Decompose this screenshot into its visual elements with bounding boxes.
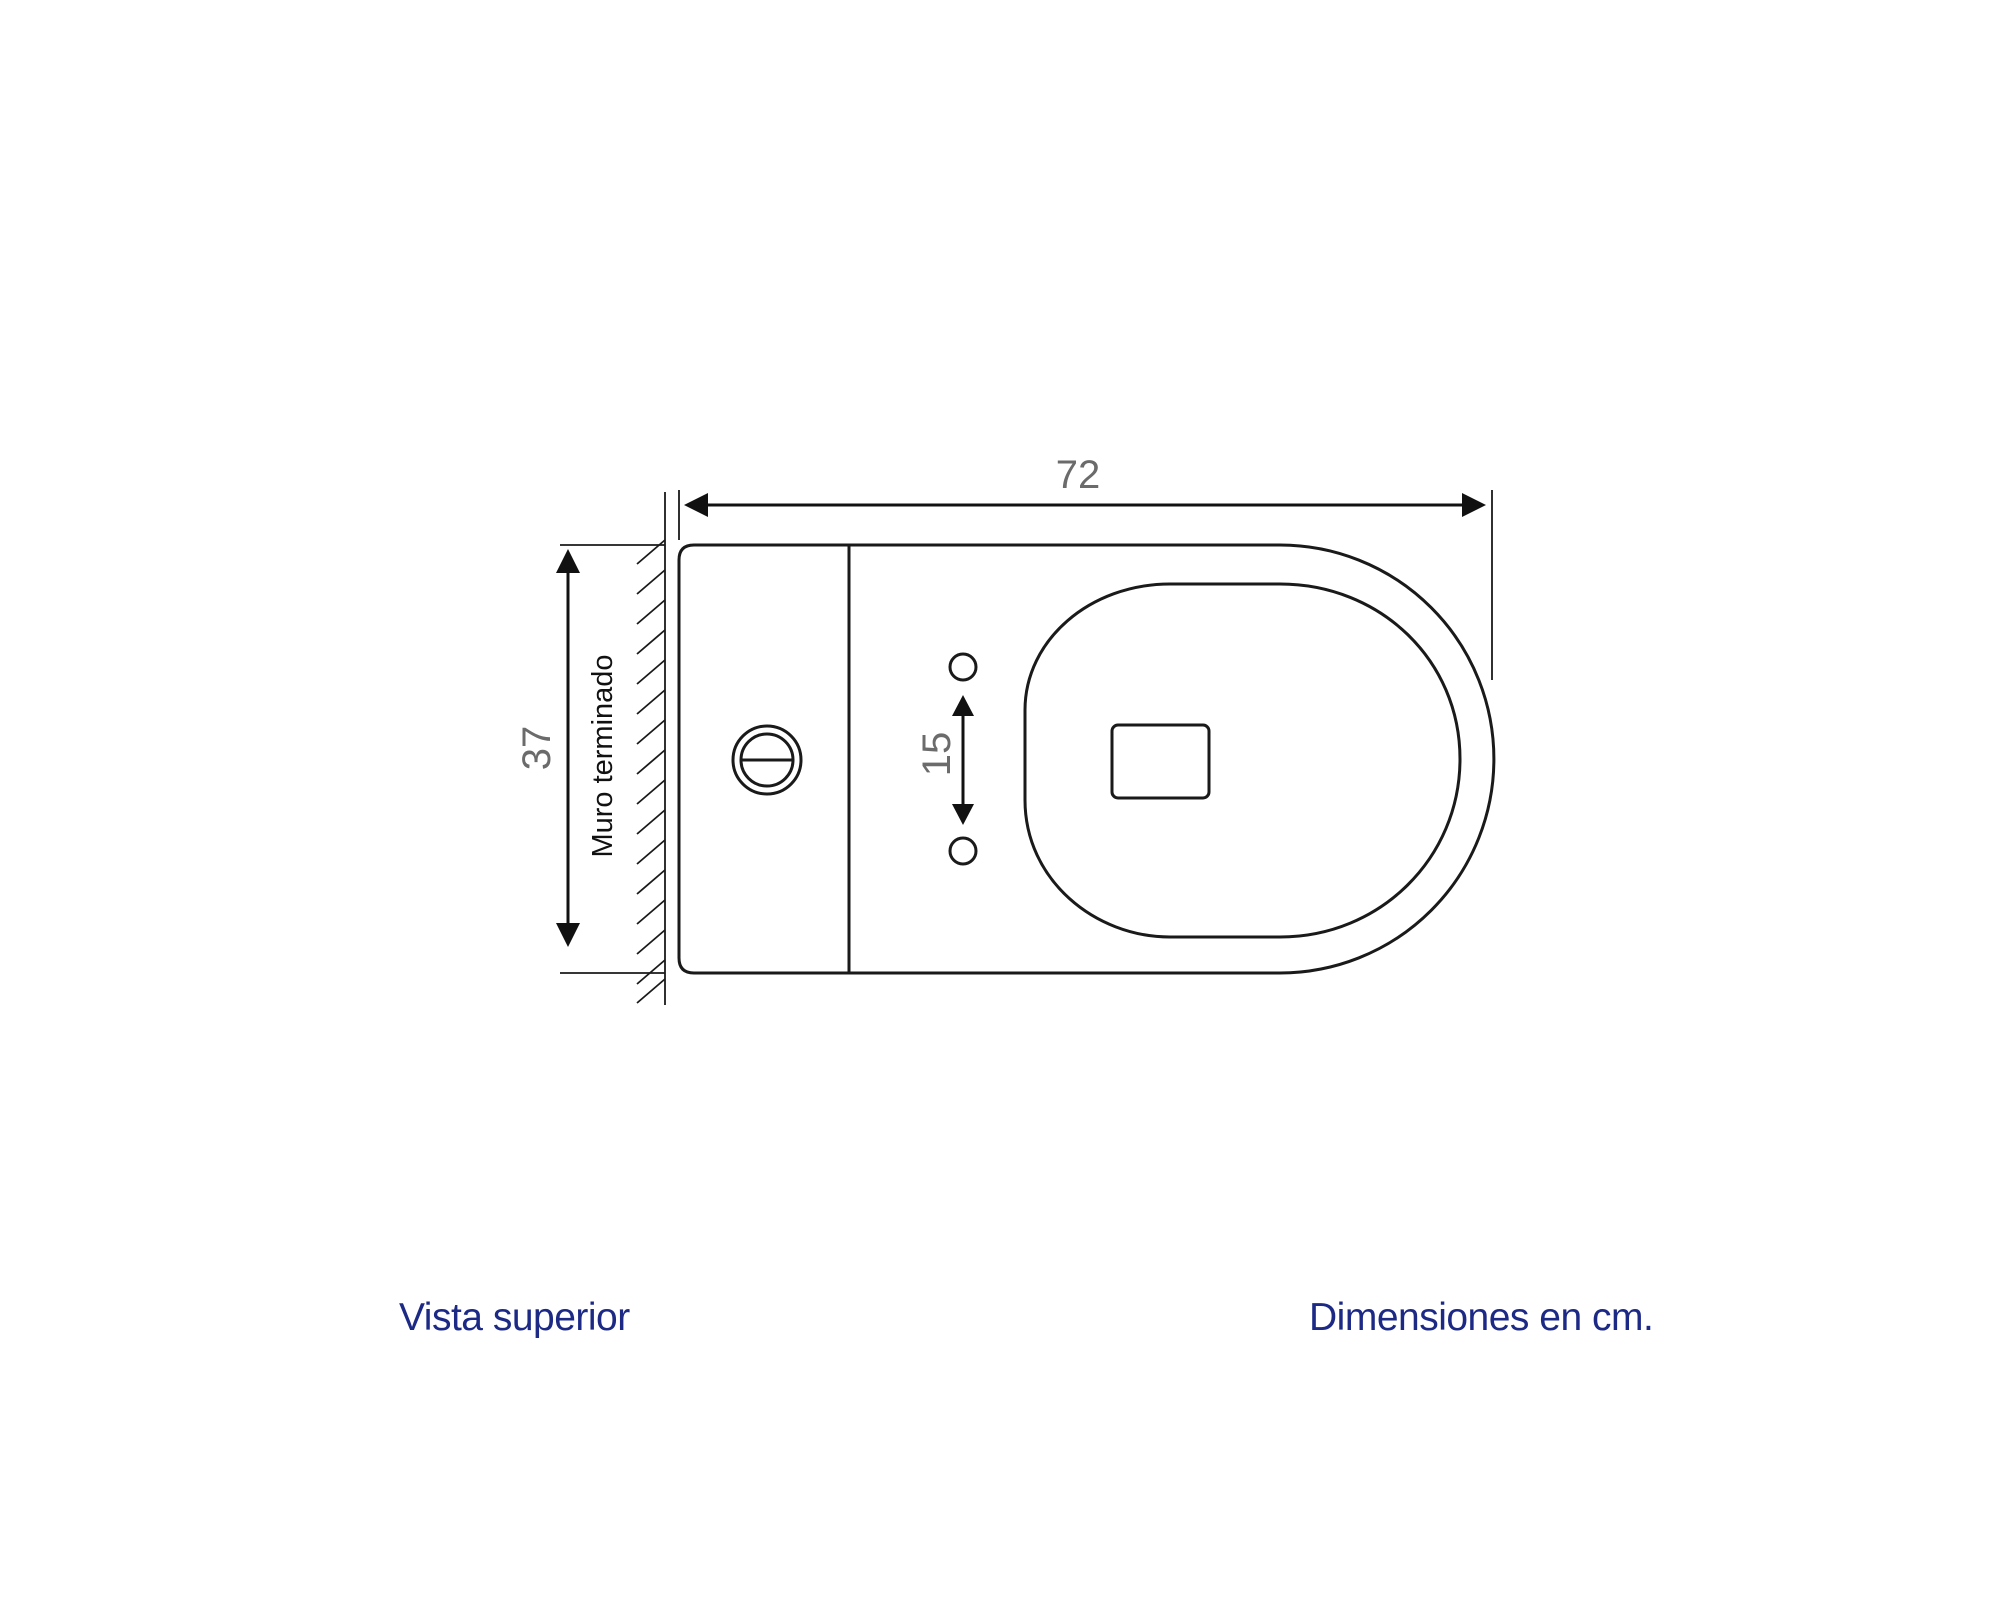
arrowhead-right	[1462, 493, 1486, 517]
length-label: 72	[1056, 453, 1101, 497]
length-dimension: 72	[684, 453, 1486, 517]
wall-hatching	[636, 539, 666, 1004]
bolt-hole-bottom	[948, 836, 978, 866]
bolt-hole-top	[948, 652, 978, 682]
arrowhead-left	[684, 493, 708, 517]
flush-button-icon	[731, 724, 803, 796]
arrowhead-up	[952, 695, 974, 716]
units-caption: Dimensiones en cm.	[1309, 1296, 1654, 1339]
arrowhead-bottom	[556, 923, 580, 947]
toilet-outline	[677, 543, 1496, 975]
extension-lines	[560, 490, 1493, 974]
width-label: 37	[515, 726, 559, 771]
drain-rectangle	[1110, 723, 1211, 800]
arrowhead-down	[952, 804, 974, 825]
bowl-outline	[1023, 582, 1462, 939]
view-caption: Vista superior	[399, 1296, 630, 1339]
width-dimension: 37	[515, 549, 580, 947]
arrowhead-top	[556, 549, 580, 573]
wall-label: Muro terminado	[587, 654, 619, 857]
bolt-spacing-label: 15	[915, 732, 959, 777]
finished-wall	[636, 492, 666, 1005]
toilet-body	[677, 543, 1496, 975]
bolt-spacing-dimension: 15	[915, 695, 974, 825]
